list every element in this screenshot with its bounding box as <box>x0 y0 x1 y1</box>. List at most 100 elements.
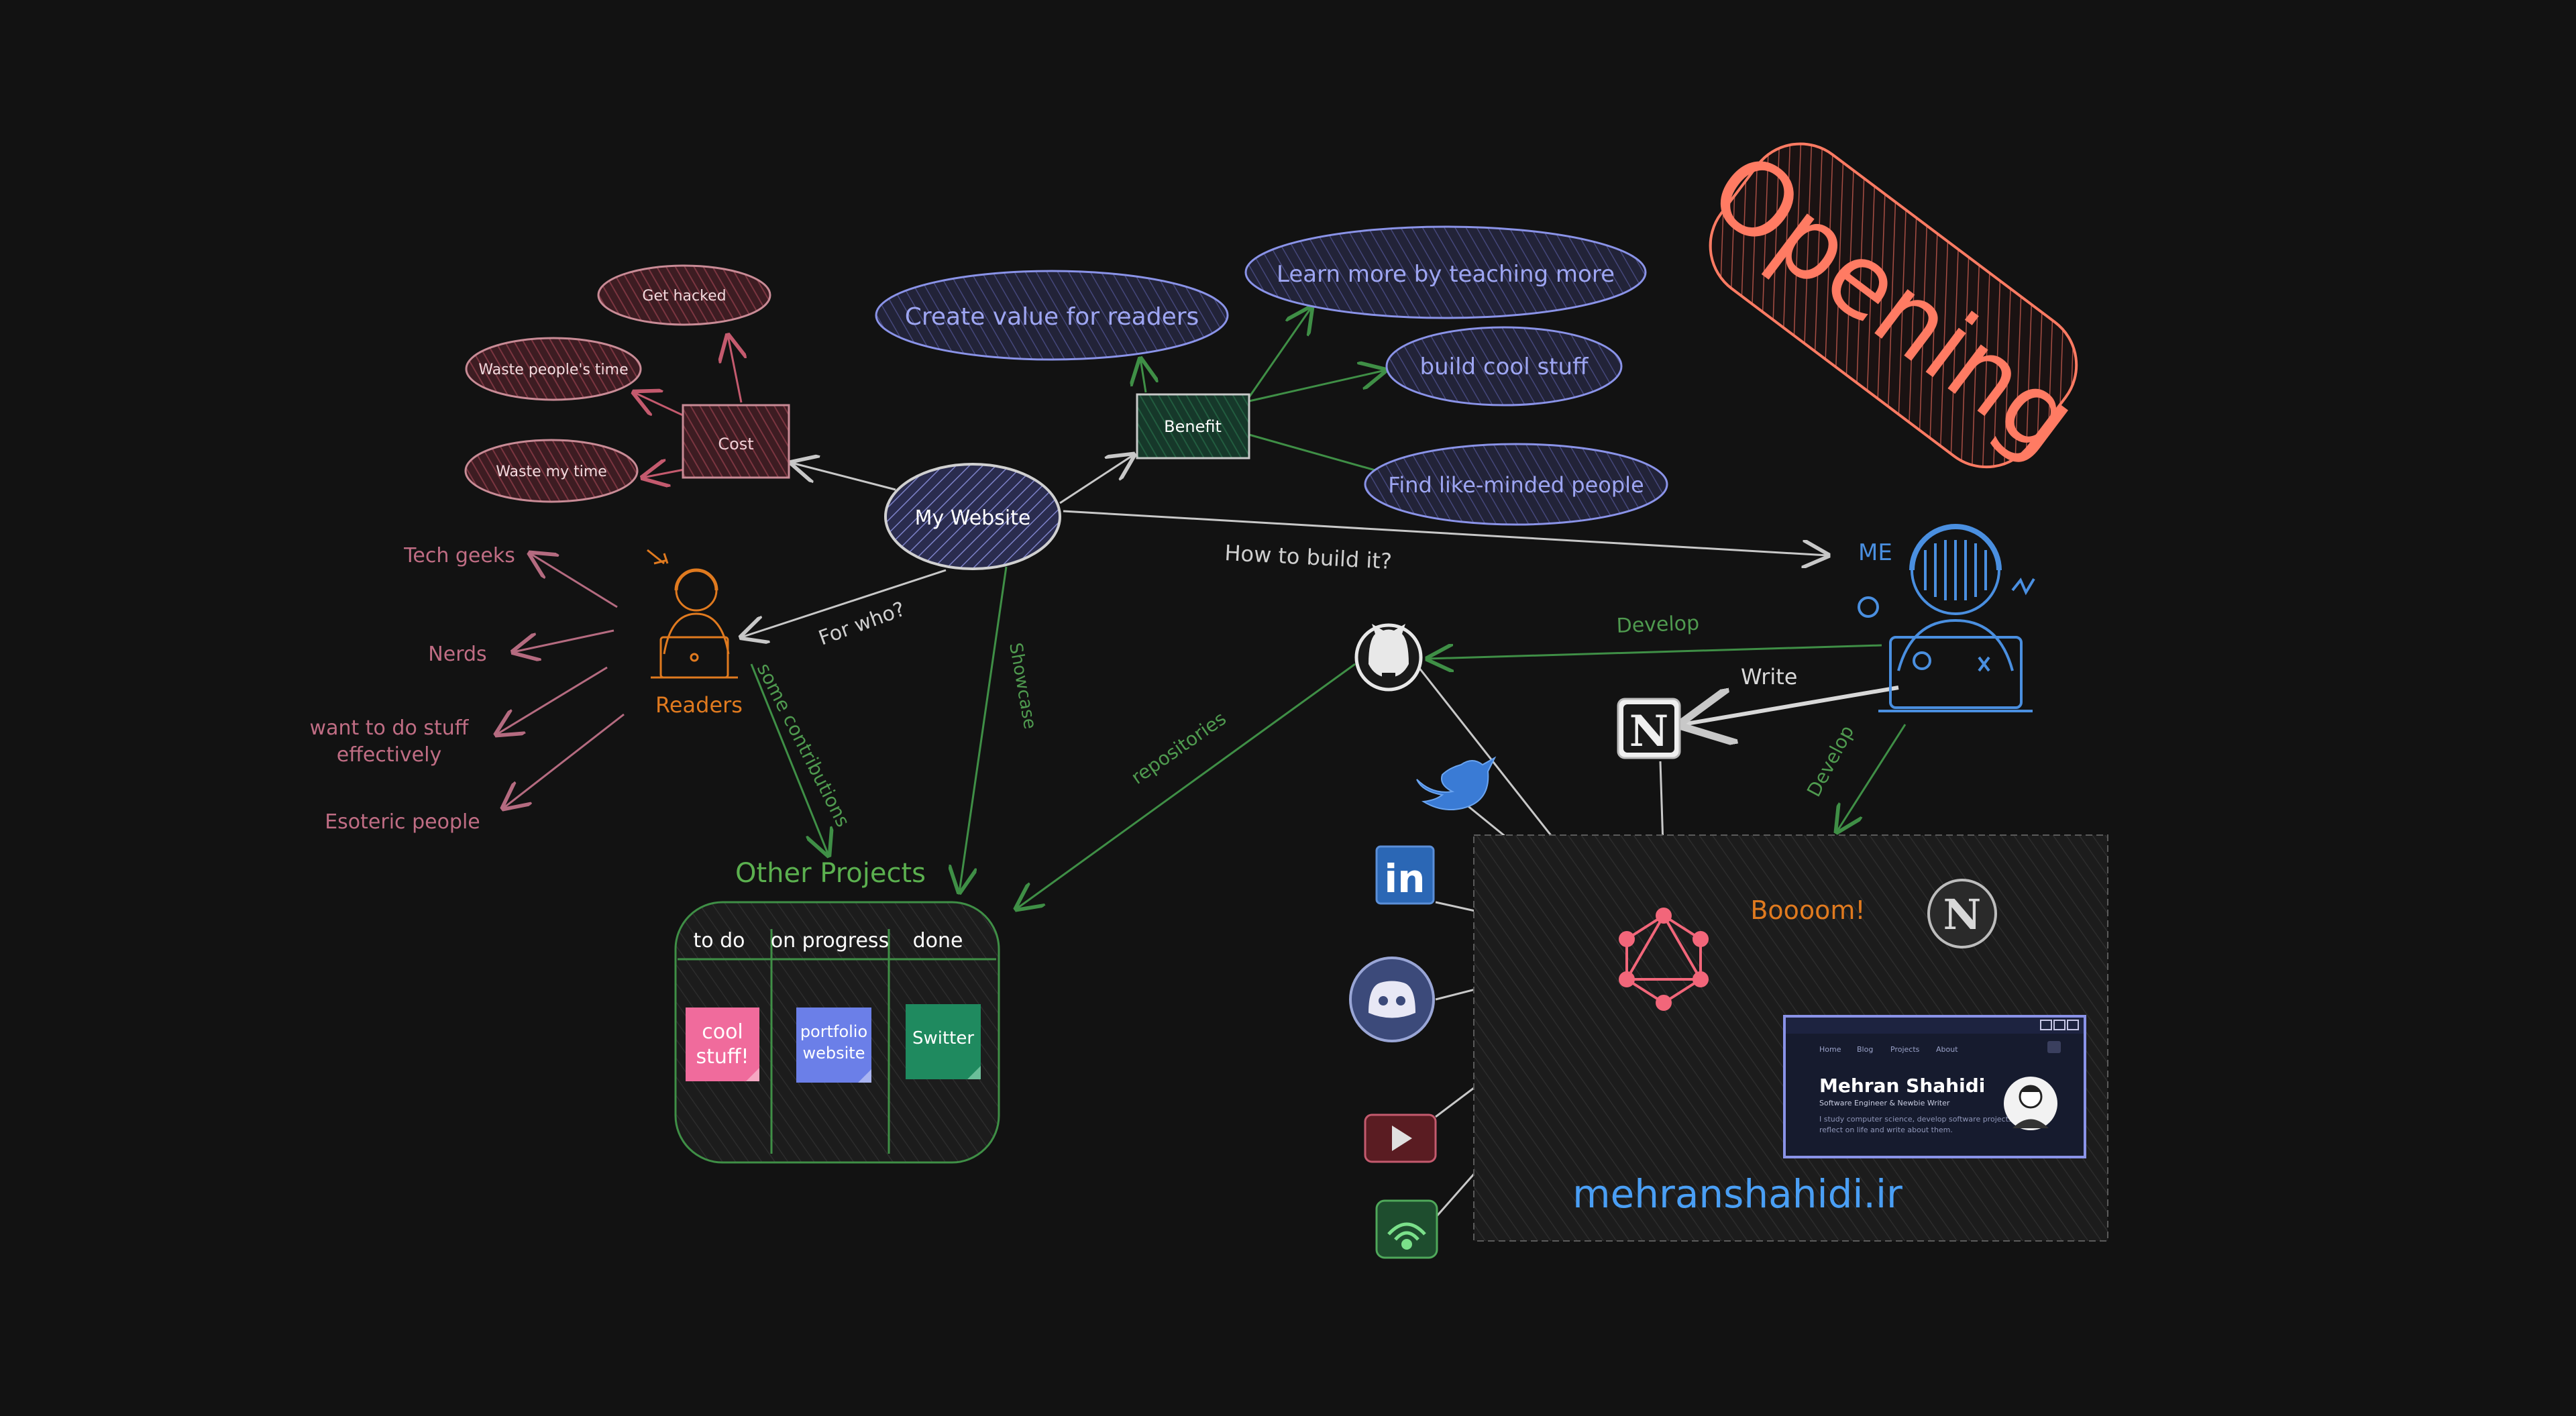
reader-group-nerds: Nerds <box>428 643 486 666</box>
node-build-cool-stuff[interactable]: build cool stuff <box>1385 326 1623 406</box>
node-find-like-minded-label: Find like-minded people <box>1388 472 1644 498</box>
github-icon[interactable] <box>1354 623 1423 692</box>
preview-theme-toggle-icon[interactable] <box>2047 1041 2061 1053</box>
board-column-todo: to do <box>693 929 745 952</box>
other-projects-board[interactable]: Other Projects to do on progress done co… <box>674 858 1000 1164</box>
edge-center-me <box>1063 510 1828 555</box>
node-waste-my-time[interactable]: Waste my time <box>464 439 639 503</box>
youtube-icon[interactable] <box>1364 1113 1437 1163</box>
readers-figure[interactable]: Readers <box>647 549 743 718</box>
other-projects-title: Other Projects <box>735 858 926 889</box>
edge-cost-hacked <box>728 335 741 403</box>
website-preview[interactable]: Home Blog Projects About Mehran Shahidi … <box>1783 1015 2086 1158</box>
node-waste-my-time-label: Waste my time <box>496 464 607 480</box>
edge-benefit-learn <box>1246 307 1311 400</box>
edge-labels: How to build it? For who? some contribut… <box>753 540 1859 830</box>
node-create-value[interactable]: Create value for readers <box>875 270 1229 361</box>
edge-readers-nerds <box>513 629 614 652</box>
edge-label-repositories: repositories <box>1127 707 1230 788</box>
edge-benefit-create <box>1140 359 1146 393</box>
linkedin-icon[interactable]: in <box>1375 845 1435 905</box>
edge-label-write: Write <box>1741 664 1797 690</box>
twitter-icon[interactable] <box>1416 756 1497 810</box>
node-cost[interactable]: Cost <box>682 404 790 479</box>
board-column-progress: on progress <box>771 929 889 952</box>
sticky-note-cool-stuff-line2: stuff! <box>696 1045 749 1069</box>
node-build-cool-stuff-label: build cool stuff <box>1420 353 1590 380</box>
node-learn-more[interactable]: Learn more by teaching more <box>1244 225 1647 319</box>
sticky-note-portfolio[interactable]: portfolio website <box>796 1007 871 1083</box>
sticky-note-portfolio-line2: website <box>803 1044 865 1063</box>
opening-badge[interactable]: Opening <box>1673 111 2113 500</box>
edge-me-site <box>1837 724 1907 832</box>
graphql-icon[interactable] <box>1619 908 1709 1011</box>
discord-icon[interactable] <box>1349 957 1435 1042</box>
preview-nav-projects[interactable]: Projects <box>1890 1045 1920 1054</box>
edge-cost-waste-me <box>643 470 685 478</box>
node-my-website-label: My Website <box>915 506 1031 530</box>
node-waste-peoples-time-label: Waste people's time <box>478 362 628 378</box>
reader-group-esoteric: Esoteric people <box>325 810 480 834</box>
edge-me-github <box>1428 645 1882 659</box>
sticky-note-portfolio-line1: portfolio <box>800 1022 867 1041</box>
edge-readers-projects <box>750 663 828 855</box>
preview-maximize-icon[interactable] <box>2053 1020 2065 1030</box>
board-column-done: done <box>913 929 963 952</box>
edge-label-develop-site: Develop <box>1803 722 1858 800</box>
reader-group-tech-geeks: Tech geeks <box>403 544 515 567</box>
node-find-like-minded[interactable]: Find like-minded people <box>1364 443 1668 526</box>
preview-nav-home[interactable]: Home <box>1819 1045 1841 1054</box>
edge-readers-dostuff <box>496 666 608 734</box>
node-benefit[interactable]: Benefit <box>1136 393 1250 459</box>
sticky-note-cool-stuff[interactable]: cool stuff! <box>686 1007 759 1081</box>
edge-label-showcase: Showcase <box>1005 641 1040 730</box>
me-label: ME <box>1858 539 1892 566</box>
reader-groups: Tech geeks Nerds want to do stuff effect… <box>310 544 515 834</box>
notion-icon[interactable]: N <box>1617 698 1681 759</box>
node-get-hacked[interactable]: Get hacked <box>597 264 771 326</box>
preview-close-icon[interactable] <box>2067 1020 2079 1030</box>
nextjs-glyph: N <box>1943 890 1982 939</box>
node-get-hacked-label: Get hacked <box>642 288 726 305</box>
preview-nav-blog[interactable]: Blog <box>1857 1045 1873 1054</box>
preview-bio-line2: reflect on life and write about them. <box>1819 1126 1953 1134</box>
node-learn-more-label: Learn more by teaching more <box>1277 261 1615 288</box>
sticky-note-switter-line1: Switter <box>912 1028 974 1048</box>
notion-glyph: N <box>1629 706 1669 757</box>
edge-readers-esoteric <box>503 713 625 808</box>
podcast-icon[interactable] <box>1375 1199 1438 1259</box>
preview-subtitle: Software Engineer & Newbie Writer <box>1819 1099 1950 1107</box>
preview-titlebar <box>1786 1018 2084 1034</box>
edge-label-develop-github: Develop <box>1616 612 1700 638</box>
edge-cost-waste-people <box>634 392 685 417</box>
me-person-icon <box>1858 524 2035 712</box>
reader-person-icon <box>647 549 738 679</box>
sticky-note-cool-stuff-line1: cool <box>702 1020 743 1044</box>
node-waste-peoples-time[interactable]: Waste people's time <box>465 337 642 401</box>
boom-label: Boooom! <box>1750 895 1865 925</box>
preview-nav-about[interactable]: About <box>1936 1045 1958 1054</box>
edge-center-readers <box>741 569 947 637</box>
website-domain[interactable]: mehranshahidi.ir <box>1572 1171 1902 1217</box>
reader-group-do-stuff: want to do stuff <box>310 716 470 740</box>
me-figure[interactable]: ME <box>1858 524 2035 712</box>
edge-label-how-to-build: How to build it? <box>1224 540 1393 574</box>
edge-center-benefit <box>1059 455 1134 504</box>
edge-center-cost <box>792 463 896 491</box>
preview-minimize-icon[interactable] <box>2040 1020 2052 1030</box>
opening-label: Opening <box>1689 130 2098 479</box>
node-cost-label: Cost <box>718 435 753 453</box>
person-avatar-icon <box>2004 1077 2057 1130</box>
nextjs-icon[interactable]: N <box>1927 879 1997 948</box>
linkedin-glyph: in <box>1384 856 1425 902</box>
preview-name: Mehran Shahidi <box>1819 1075 1985 1097</box>
edge-center-projects <box>959 566 1008 892</box>
node-my-website[interactable]: My Website <box>884 463 1061 570</box>
edge-label-for-who: For who? <box>816 598 908 651</box>
edge-me-notion <box>1682 686 1899 724</box>
edge-benefit-build <box>1248 370 1385 402</box>
node-benefit-label: Benefit <box>1164 417 1222 436</box>
sticky-note-switter[interactable]: Switter <box>906 1004 981 1079</box>
edge-readers-tech <box>530 553 618 608</box>
